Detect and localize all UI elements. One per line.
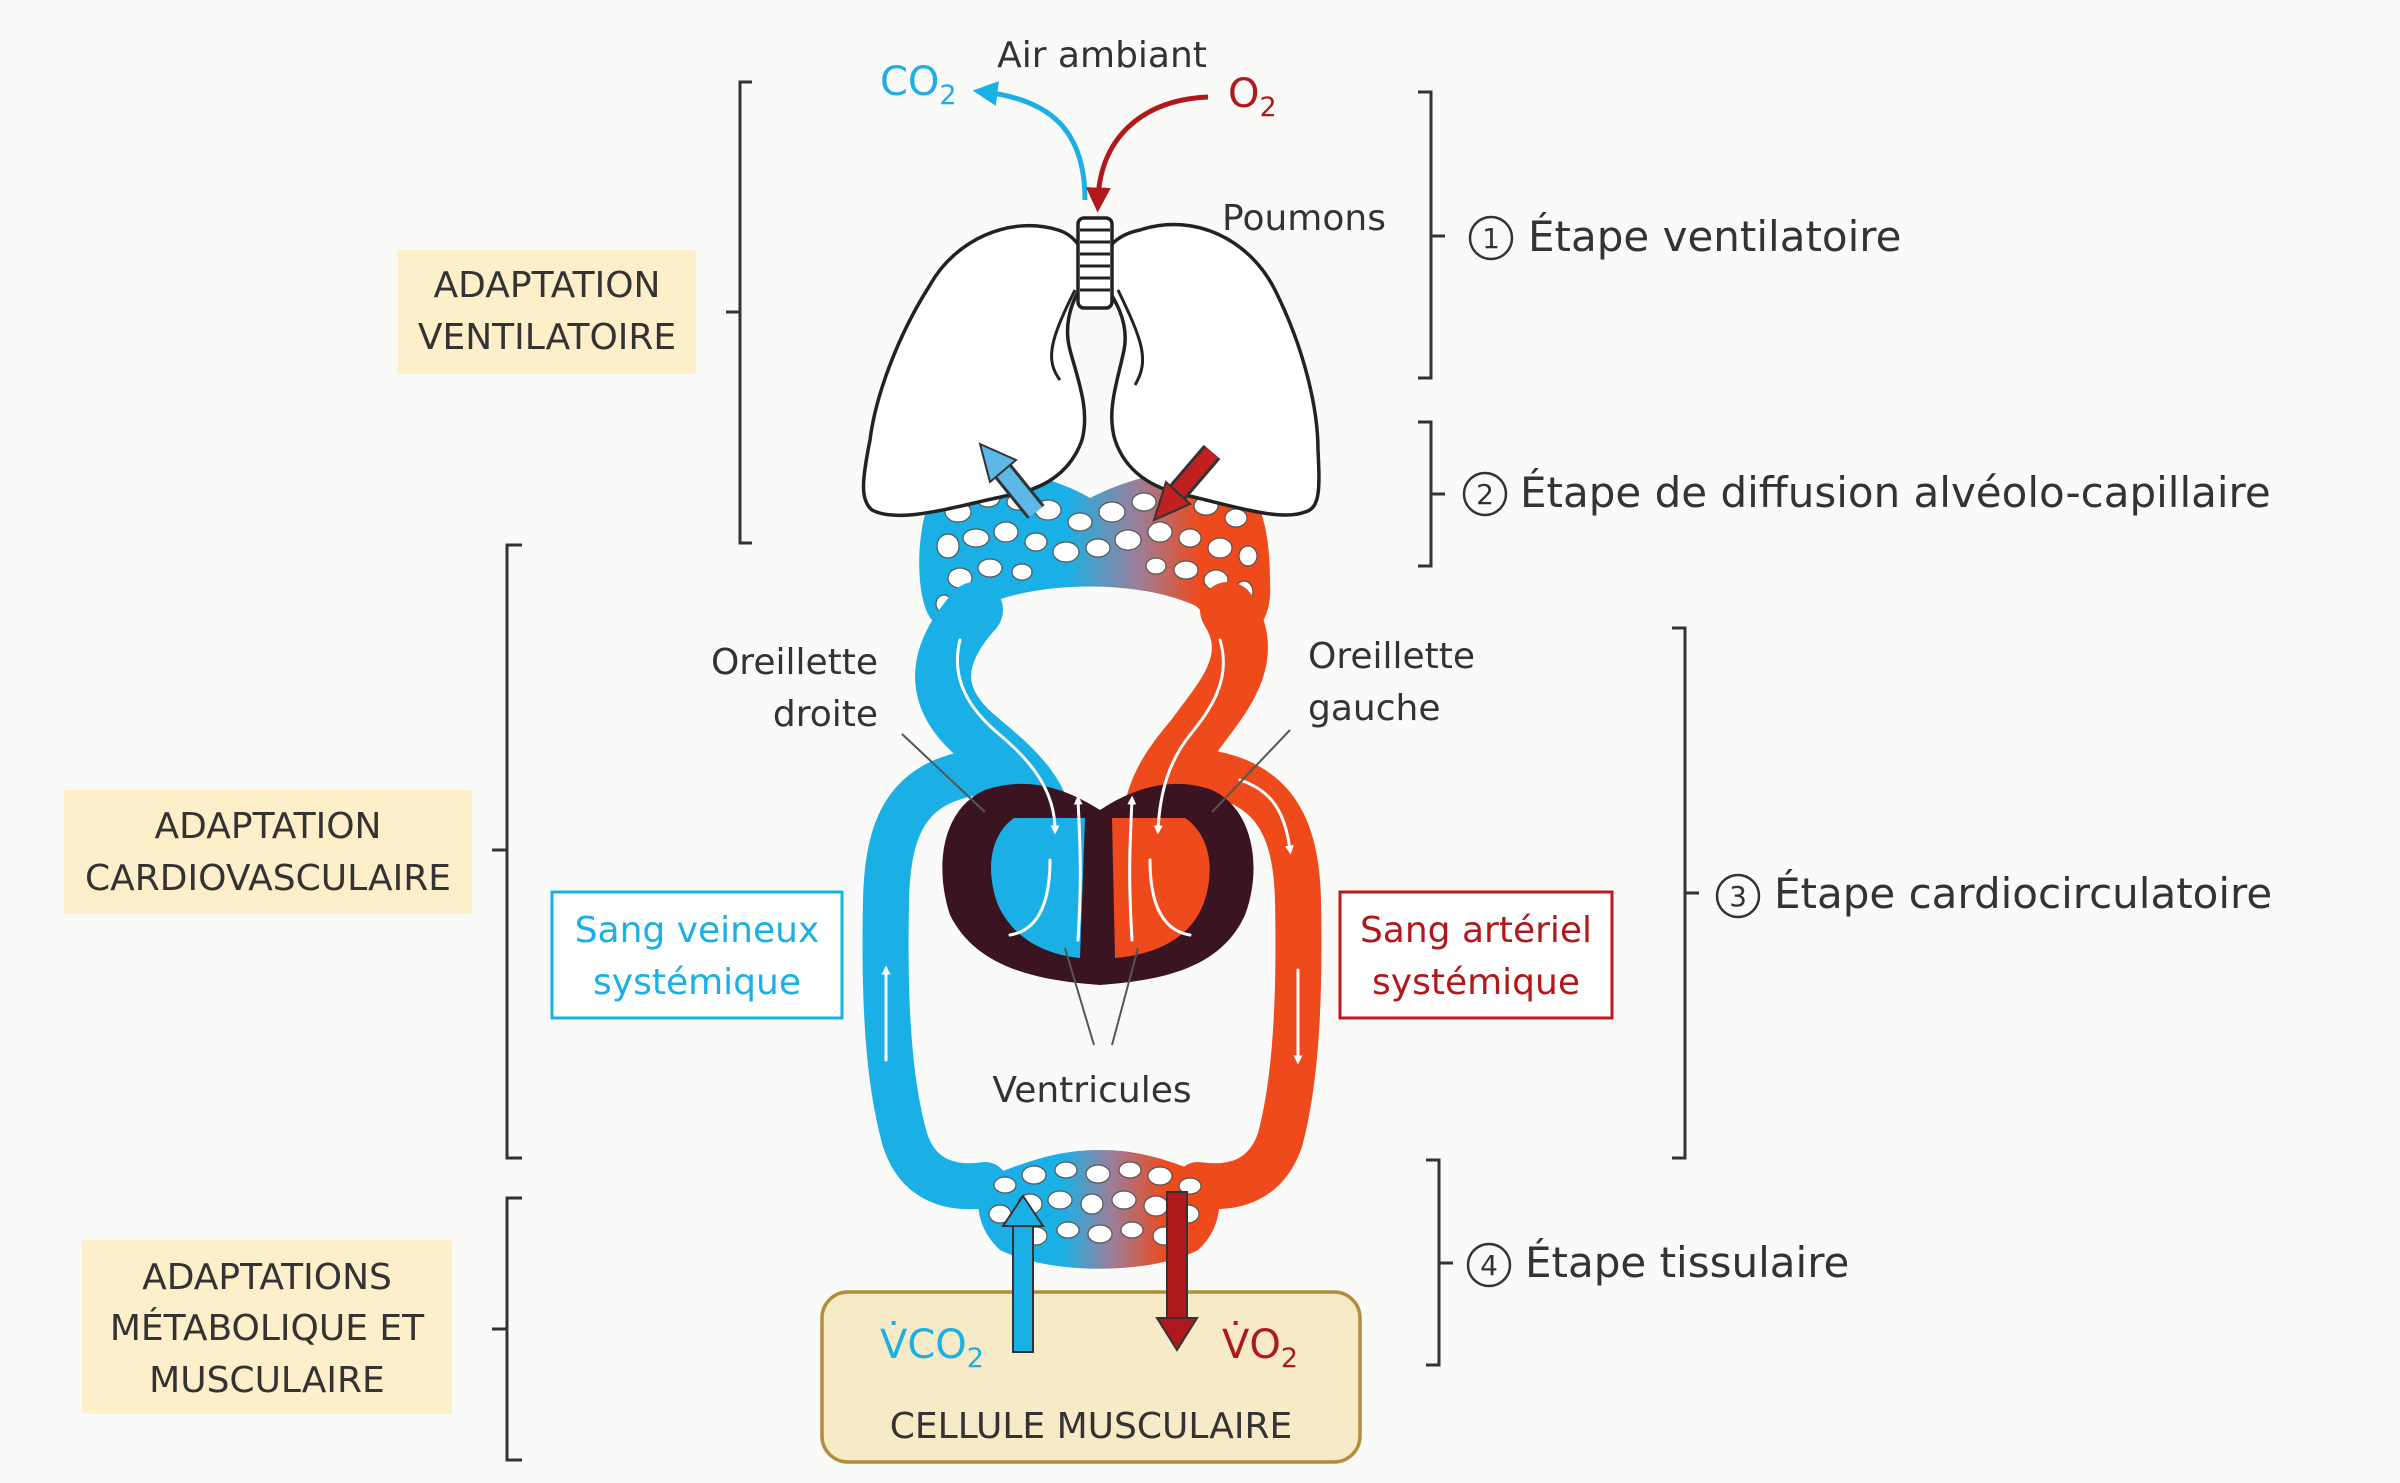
cardio-bracket bbox=[492, 543, 522, 1160]
adaptation-cardio-line1: ADAPTATION bbox=[155, 806, 382, 847]
adaptation-ventilatory-label: ADAPTATION VENTILATOIRE bbox=[398, 250, 696, 374]
arterial-blood-box: Sang artériel systémique bbox=[1338, 890, 1614, 1020]
venous-blood-box: Sang veineux systémique bbox=[550, 890, 844, 1020]
adaptation-metabolic-line2: MÉTABOLIQUE ET bbox=[110, 1307, 425, 1349]
o2-inhale-arrow bbox=[1085, 94, 1209, 213]
venous-blood-line2: systémique bbox=[593, 962, 801, 1003]
step-3-number: 3 bbox=[1729, 880, 1747, 913]
co2-label: CO2 bbox=[880, 59, 957, 111]
o2-text: O bbox=[1228, 71, 1259, 117]
svg-text:O2: O2 bbox=[1228, 71, 1277, 123]
o2-subscript: 2 bbox=[1259, 92, 1276, 123]
arterial-blood-line1: Sang artériel bbox=[1360, 910, 1592, 951]
right-ventricle bbox=[991, 818, 1085, 958]
adaptation-metabolic-bg bbox=[82, 1240, 452, 1414]
tissue-o2-down-arrow bbox=[1155, 1191, 1199, 1352]
left-lung bbox=[861, 224, 1088, 518]
adaptation-metabolic-line3: MUSCULAIRE bbox=[149, 1360, 385, 1401]
step-4-label: Étape tissulaire bbox=[1525, 1237, 1849, 1287]
step-1-number: 1 bbox=[1482, 222, 1500, 255]
o2-label: O2 bbox=[1228, 71, 1277, 123]
muscle-cell bbox=[820, 1290, 1362, 1464]
tissue-co2-up-arrow bbox=[1001, 1194, 1045, 1353]
svg-text:V̇O2: V̇O2 bbox=[1222, 1321, 1298, 1374]
step-2-label: Étape de diffusion alvéolo-capillaire bbox=[1520, 467, 2271, 517]
lung-co2-out-arrow bbox=[978, 442, 1045, 519]
svg-text:V̇CO2: V̇CO2 bbox=[880, 1321, 984, 1374]
ventilatory-bracket bbox=[726, 80, 752, 545]
vo2-label: V̇O2 bbox=[1222, 1321, 1298, 1374]
co2-subscript: 2 bbox=[939, 80, 956, 111]
step3-bracket bbox=[1672, 626, 1699, 1160]
left-ventricle bbox=[1112, 818, 1210, 958]
lung-o2-in-arrow bbox=[1152, 444, 1221, 522]
right-lung bbox=[1099, 222, 1321, 517]
step-4-number-circle bbox=[1466, 1242, 1512, 1288]
vco2-subscript: 2 bbox=[967, 1343, 984, 1374]
bronchi bbox=[1050, 289, 1145, 386]
lungs bbox=[861, 216, 1321, 518]
step-4-number: 4 bbox=[1480, 1249, 1498, 1282]
vo2-subscript: 2 bbox=[1281, 1343, 1298, 1374]
left-atrium-label-line1: Oreillette bbox=[1308, 636, 1475, 677]
metabolic-bracket bbox=[492, 1196, 522, 1462]
arterial-blood-box-frame bbox=[1338, 890, 1614, 1020]
step-1-label: Étape ventilatoire bbox=[1528, 211, 1901, 261]
adaptation-cardio-line2: CARDIOVASCULAIRE bbox=[85, 858, 451, 899]
co2-exhale-arrow bbox=[972, 81, 1088, 201]
adaptation-cardio-bg bbox=[64, 790, 472, 914]
right-atrium-pointer bbox=[901, 733, 986, 813]
right-atrium-label-line1: Oreillette bbox=[711, 642, 878, 683]
lungs-label: Poumons bbox=[1222, 198, 1386, 239]
adaptation-ventilatory-bg bbox=[398, 250, 696, 374]
trachea-rings bbox=[1080, 228, 1110, 292]
adaptation-metabolic-line1: ADAPTATIONS bbox=[142, 1257, 392, 1298]
step-2-number-circle bbox=[1462, 471, 1508, 517]
adaptation-cardio-label: ADAPTATION CARDIOVASCULAIRE bbox=[64, 790, 472, 914]
step-1-number-circle bbox=[1468, 215, 1514, 261]
vo2-text: V̇O bbox=[1222, 1321, 1281, 1368]
step-3-number-circle bbox=[1715, 873, 1761, 919]
step-2: 2 Étape de diffusion alvéolo-capillaire bbox=[1462, 467, 2271, 517]
svg-text:CO2: CO2 bbox=[880, 59, 957, 111]
step2-bracket bbox=[1418, 420, 1445, 568]
step-3-label: Étape cardiocirculatoire bbox=[1774, 868, 2272, 918]
arterial-blood-line2: systémique bbox=[1372, 962, 1580, 1003]
adaptation-ventilatory-line1: ADAPTATION bbox=[434, 265, 661, 306]
step-2-number: 2 bbox=[1476, 478, 1494, 511]
right-atrium-label-line2: droite bbox=[773, 694, 878, 735]
co2-text: CO bbox=[880, 59, 939, 105]
step-3: 3 Étape cardiocirculatoire bbox=[1715, 868, 2272, 919]
step-1: 1 Étape ventilatoire bbox=[1468, 211, 1901, 261]
ventricles-pointer bbox=[1064, 947, 1139, 1046]
left-atrium-pointer bbox=[1211, 729, 1291, 813]
left-atrium-label-line2: gauche bbox=[1308, 688, 1441, 729]
flow-arrows bbox=[881, 638, 1303, 1065]
ventricles-label: Ventricules bbox=[992, 1070, 1191, 1111]
step1-bracket bbox=[1418, 90, 1445, 380]
adaptation-metabolic-label: ADAPTATIONS MÉTABOLIQUE ET MUSCULAIRE bbox=[82, 1240, 452, 1414]
step-4: 4 Étape tissulaire bbox=[1466, 1237, 1849, 1288]
ambient-air-label: Air ambiant bbox=[997, 35, 1207, 76]
vco2-text: V̇CO bbox=[880, 1321, 967, 1368]
venous-blood-line1: Sang veineux bbox=[575, 910, 820, 951]
step4-bracket bbox=[1426, 1158, 1453, 1367]
vco2-label: V̇CO2 bbox=[880, 1321, 984, 1374]
muscle-cell-label: CELLULE MUSCULAIRE bbox=[890, 1406, 1292, 1447]
venous-blood-box-frame bbox=[550, 890, 844, 1020]
adaptation-ventilatory-line2: VENTILATOIRE bbox=[418, 317, 676, 358]
